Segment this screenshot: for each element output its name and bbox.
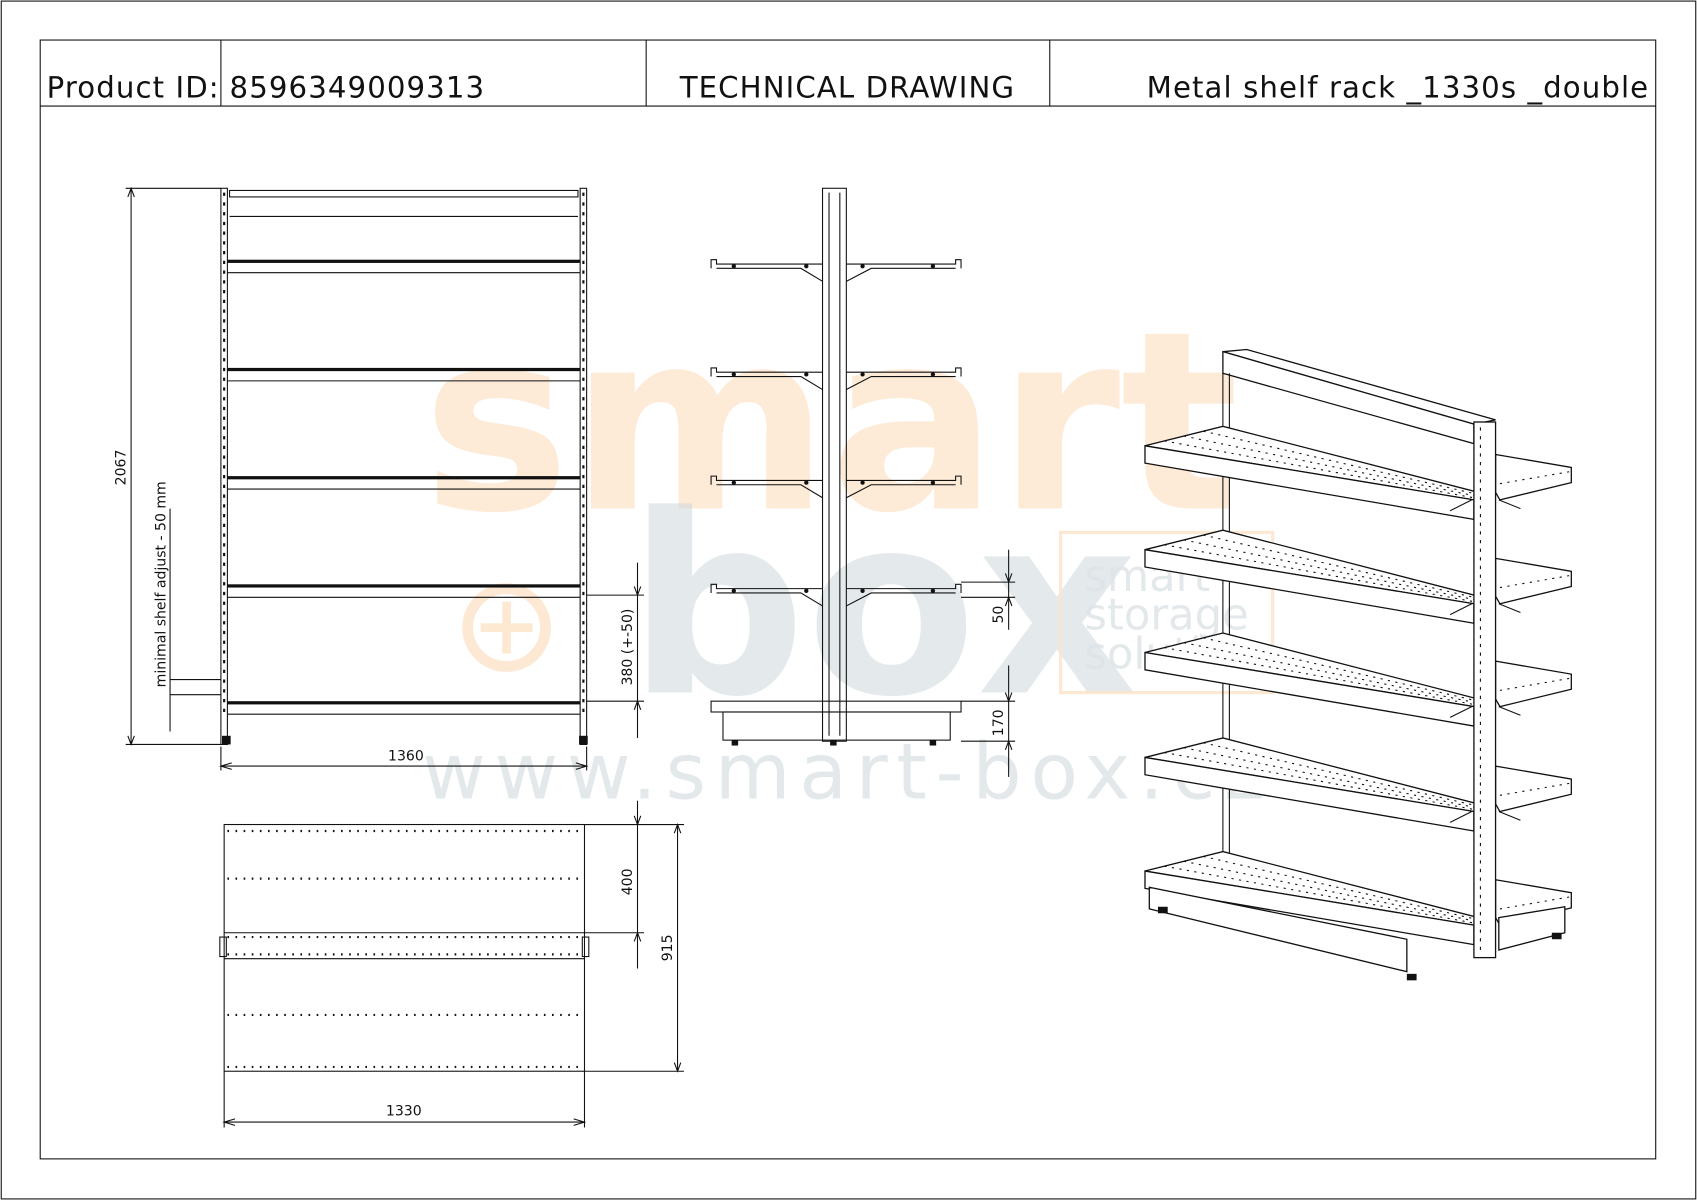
watermark-url: www.smart-box.cz — [422, 728, 1273, 818]
watermark: smart box smart storage solutions www.sm… — [422, 278, 1278, 818]
dim-shelf-adjust-note: minimal shelf adjust - 50 mm — [154, 481, 170, 687]
iso-shelf — [1144, 529, 1572, 625]
side-bracket — [710, 583, 962, 607]
front-shelf — [227, 367, 581, 382]
dim-front-width: 1360 — [388, 749, 424, 765]
front-shelf — [227, 476, 581, 490]
dim-side-adjust: 50 — [991, 606, 1007, 624]
product-id-value: 8596349009313 — [230, 70, 486, 104]
dim-top-width: 1330 — [386, 1104, 422, 1120]
iso-base — [1148, 886, 1566, 981]
dim-shelf-spacing: 380 (+-50) — [620, 609, 636, 686]
side-bracket — [710, 367, 962, 391]
dim-top-depth-half: 400 — [620, 868, 636, 895]
product-name: Metal shelf rack _1330s _double — [1147, 70, 1650, 104]
inner-frame — [39, 39, 1657, 1160]
iso-shelf — [1144, 425, 1572, 521]
front-shelf — [227, 701, 581, 715]
isometric-view — [1144, 348, 1572, 981]
side-bracket — [710, 475, 962, 499]
front-shelf — [227, 259, 581, 274]
drawing-type: TECHNICAL DRAWING — [679, 70, 1015, 104]
watermark-plus-icon — [462, 583, 551, 672]
front-shelf — [227, 584, 581, 598]
iso-shelf — [1144, 632, 1572, 727]
dim-top-depth-total: 915 — [660, 934, 676, 961]
product-id-label: Product ID: — [47, 70, 220, 104]
side-view: 50 170 — [710, 187, 1016, 777]
iso-shelf — [1144, 850, 1572, 946]
side-bracket — [710, 259, 962, 282]
watermark-brand-top: smart — [422, 278, 1239, 568]
dim-side-base-height: 170 — [991, 709, 1007, 736]
watermark-brand-bottom: box — [628, 462, 1138, 752]
watermark-tagline-2: storage — [1084, 591, 1248, 641]
top-view: 400 915 1330 — [219, 800, 685, 1128]
front-view: 2067 minimal shelf adjust - 50 mm 380 (+… — [114, 186, 644, 771]
title-block: Product ID: 8596349009313 TECHNICAL DRAW… — [40, 40, 1656, 107]
dim-front-height: 2067 — [114, 450, 130, 486]
